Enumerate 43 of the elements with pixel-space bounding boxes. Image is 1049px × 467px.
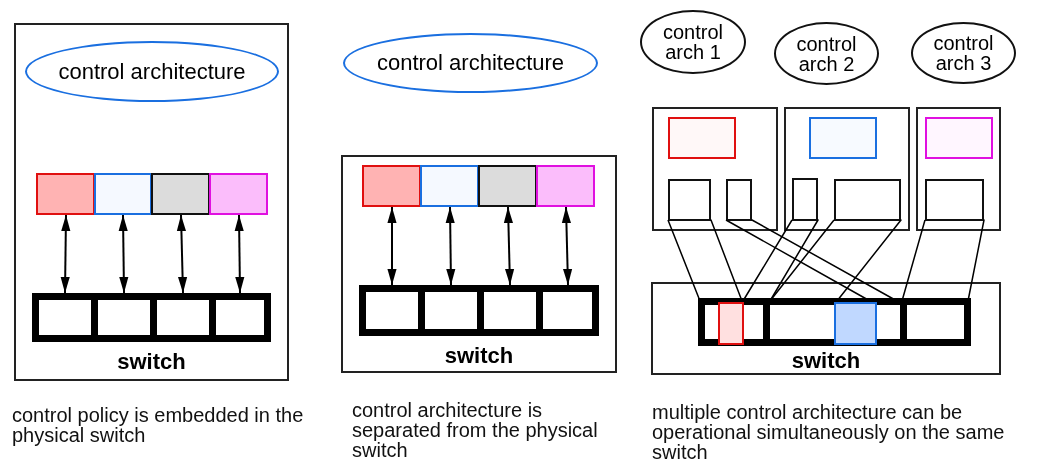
switch-panel xyxy=(651,282,1001,375)
double-arrow xyxy=(503,206,515,286)
policy-box xyxy=(151,173,210,215)
policy-box xyxy=(36,173,95,215)
policy-box xyxy=(209,173,268,215)
switch-label: switch xyxy=(117,351,186,373)
ellipse-label: control arch 3 xyxy=(932,33,995,73)
slice-box xyxy=(718,302,744,345)
caption-text: control architecture is separated from the physical switch xyxy=(352,400,599,460)
policy-box xyxy=(478,165,537,207)
double-arrow xyxy=(60,214,71,294)
policy-box xyxy=(809,117,877,159)
policy-box xyxy=(420,165,479,207)
double-arrow xyxy=(176,214,188,294)
switch-label: switch xyxy=(791,350,861,372)
policy-box xyxy=(362,165,421,207)
ellipse-label: control arch 1 xyxy=(662,22,724,62)
policy-box xyxy=(925,117,993,159)
policy-box xyxy=(94,173,152,215)
switch-panel xyxy=(341,155,617,373)
double-arrow xyxy=(234,214,245,294)
ellipse-label: control architecture xyxy=(58,60,246,83)
caption-text: multiple control architecture can be operational simultaneously on the same switch xyxy=(652,402,1006,462)
architecture-panel xyxy=(916,107,1001,231)
double-arrow xyxy=(118,214,129,294)
interface-box xyxy=(726,179,752,221)
architecture-panel xyxy=(652,107,778,231)
interface-box xyxy=(668,179,711,221)
ellipse-label: control architecture xyxy=(376,52,565,74)
double-arrow xyxy=(445,206,456,286)
interface-box xyxy=(792,178,818,221)
architecture-panel xyxy=(784,107,910,231)
switch-label: switch xyxy=(444,345,514,367)
slice-box xyxy=(834,302,877,345)
switch-panel xyxy=(14,23,289,381)
caption-text: control policy is embedded in the physical switch xyxy=(12,405,305,445)
policy-box xyxy=(536,165,595,207)
double-arrow xyxy=(561,206,573,286)
double-arrow xyxy=(387,206,397,286)
ellipse-label: control arch 2 xyxy=(795,33,858,74)
interface-box xyxy=(925,179,984,221)
interface-box xyxy=(834,179,901,221)
policy-box xyxy=(668,117,736,159)
